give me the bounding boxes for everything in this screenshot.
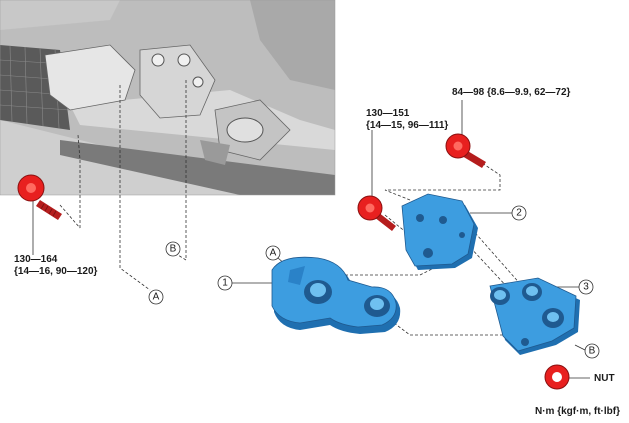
- top-mount-bolt: [445, 133, 486, 168]
- svg-text:2: 2: [516, 208, 522, 219]
- callout-part-1: 1: [217, 275, 233, 291]
- vehicle-underside-illustration: [0, 0, 336, 196]
- svg-text:B: B: [589, 346, 596, 357]
- callout-part-3: 3: [578, 279, 594, 295]
- ref-a-part: A: [265, 245, 281, 261]
- mid-bolt-torque-nm: 130—151: [366, 108, 410, 119]
- callout-part-2: 2: [511, 205, 527, 221]
- svg-text:A: A: [153, 292, 160, 303]
- svg-text:1: 1: [222, 278, 228, 289]
- engine-mount-part-1: [271, 256, 401, 334]
- mid-bolt-torque-alt: {14—15, 96—111}: [366, 120, 448, 131]
- left-bolt-torque-nm: 130—164: [14, 254, 58, 265]
- mount-bracket-part-3: [489, 277, 580, 355]
- svg-text:3: 3: [583, 282, 589, 293]
- ref-b-photo: B: [165, 241, 181, 257]
- svg-text:B: B: [170, 244, 177, 255]
- svg-text:A: A: [270, 248, 277, 259]
- nut-label: NUT: [594, 373, 615, 384]
- left-mount-bolt: [17, 174, 62, 220]
- ref-b-part: B: [584, 343, 600, 359]
- left-bolt-torque-alt: {14—16, 90—120}: [14, 266, 98, 277]
- mount-nut: [544, 364, 570, 390]
- middle-mount-bolt: [357, 195, 396, 231]
- units-note: N·m {kgf·m, ft·lbf}: [535, 406, 620, 417]
- ref-a-photo: A: [148, 289, 164, 305]
- top-bolt-torque: 84—98 {8.6—9.9, 62—72}: [452, 87, 571, 98]
- mount-bracket-part-2: [401, 193, 478, 270]
